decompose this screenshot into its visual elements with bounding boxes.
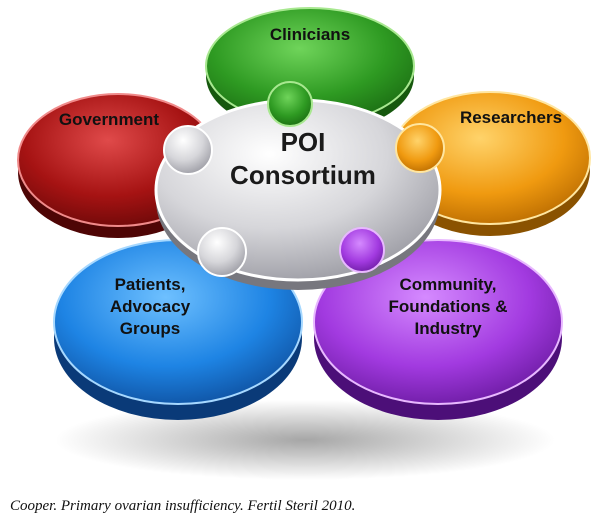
label-government: Government — [59, 110, 159, 129]
citation: Cooper. Primary ovarian insufficiency. F… — [10, 498, 356, 514]
label-patients-line: Advocacy — [110, 297, 191, 316]
label-researchers-line: Researchers — [460, 108, 562, 127]
center-title-line2: Consortium — [230, 160, 376, 190]
label-clinicians: Clinicians — [270, 25, 350, 44]
label-government-line: Government — [59, 110, 159, 129]
consortium-diagram: Clinicians Researchers Government Patien… — [17, 7, 591, 480]
piece-center: POI Consortium — [154, 81, 445, 290]
label-community-line: Community, — [400, 275, 497, 294]
piece-clinicians: Clinicians — [205, 7, 415, 134]
label-community-line: Industry — [414, 319, 482, 338]
label-patients-line: Groups — [120, 319, 180, 338]
label-researchers: Researchers — [460, 108, 562, 127]
label-clinicians-line: Clinicians — [270, 25, 350, 44]
label-community: Community, Foundations & Industry — [389, 275, 508, 338]
ground-shadow — [55, 400, 555, 480]
label-patients-line: Patients, — [115, 275, 186, 294]
center-title-line1: POI — [281, 127, 326, 157]
label-community-line: Foundations & — [389, 297, 508, 316]
piece-community: Community, Foundations & Industry — [313, 239, 563, 420]
